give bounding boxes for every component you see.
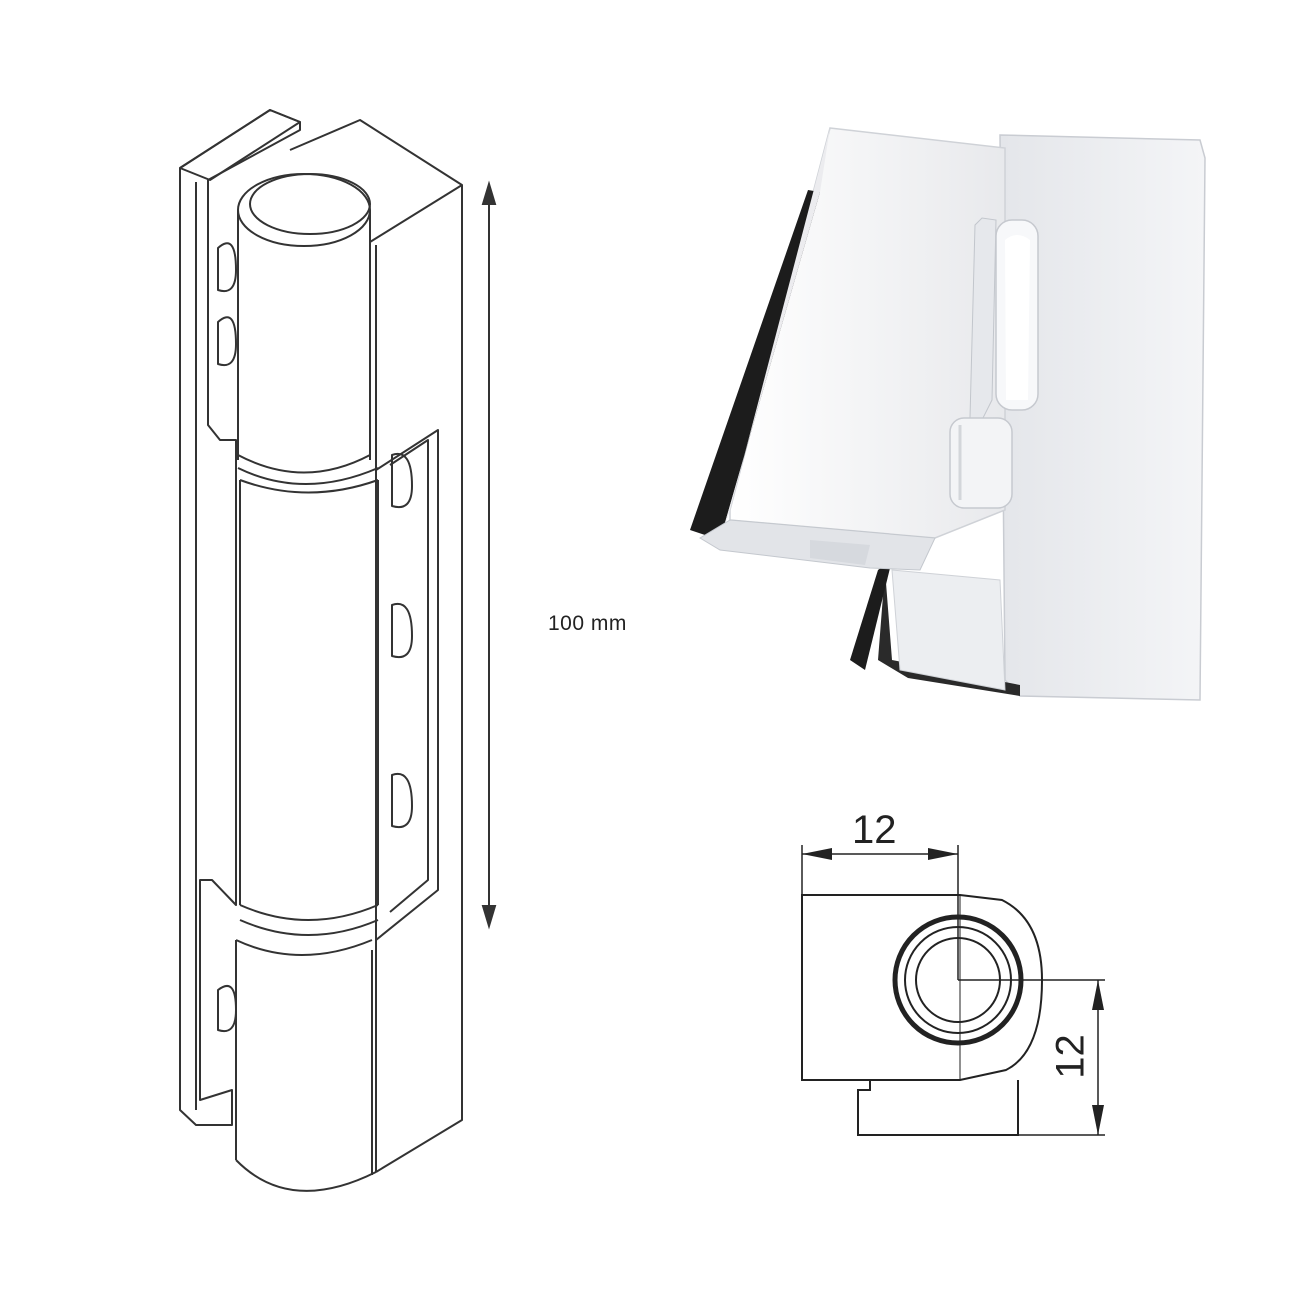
- length-dimension-label: 100 mm: [548, 612, 627, 635]
- hinge-photo-svg: [690, 127, 1206, 701]
- cross-section-svg: [801, 845, 1105, 1136]
- hinge-product-photo: [660, 100, 1300, 740]
- hinge-cross-section-drawing: [760, 790, 1300, 1290]
- height-dimension-label: 12: [1048, 1034, 1093, 1079]
- hinge-drawing-svg: [179, 109, 497, 1192]
- width-dimension-label: 12: [852, 808, 897, 852]
- hinge-line-drawing: [179, 109, 497, 1192]
